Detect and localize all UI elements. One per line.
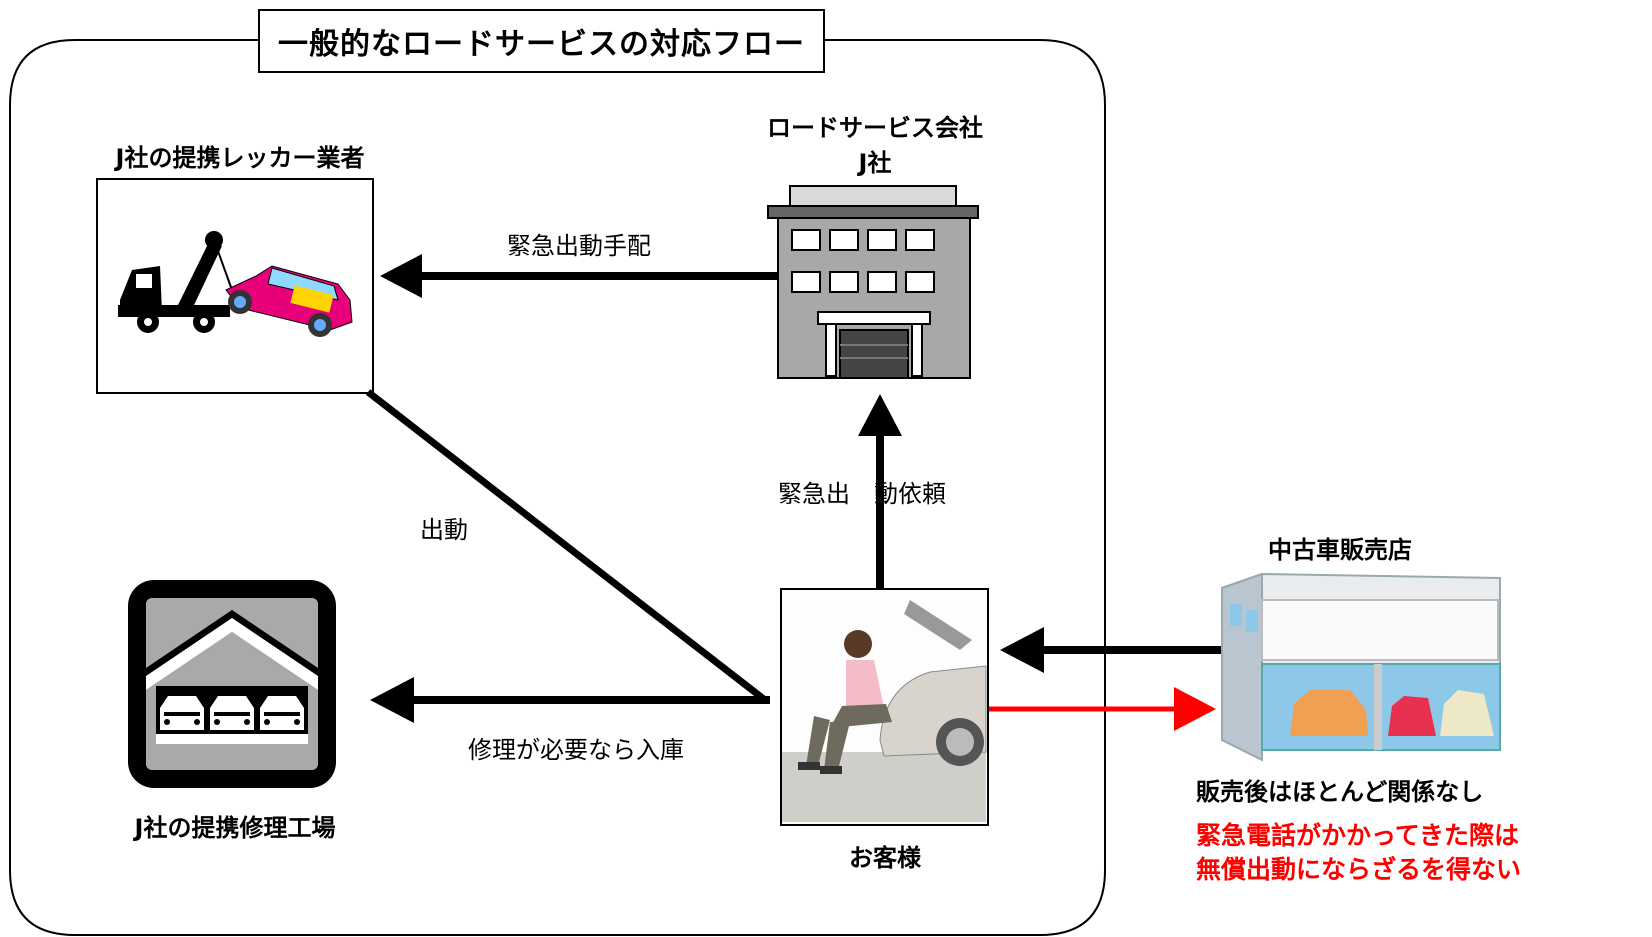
garage-label: J社の提携修理工場 (134, 814, 336, 842)
diagram-title: 一般的なロードサービスの対応フロー (258, 9, 825, 73)
arrow-dispatch-request (858, 394, 902, 588)
note-emergency-line2: 無償出動にならざるを得ない (1196, 855, 1522, 884)
customer-photo (782, 590, 987, 822)
customer-label: お客様 (849, 844, 921, 872)
tow-truck-icon (118, 231, 353, 337)
road-service-label-line2: J社 (858, 149, 892, 177)
edge-label-dispatch-request: 緊急出 動依頼 (778, 480, 946, 508)
arrow-dispatch-arrange (380, 254, 778, 298)
edge-label-dispatch: 出動 (420, 516, 468, 544)
garage-icon (128, 580, 336, 788)
arrow-customer-to-dealer-red (988, 687, 1216, 731)
note-emergency-line1: 緊急電話がかかってきた際は (1196, 821, 1520, 850)
arrow-dealer-to-customer (1000, 627, 1225, 673)
dealer-shop-image (1221, 572, 1501, 762)
edge-label-dispatch-arrange: 緊急出動手配 (507, 232, 651, 260)
note-after-sale: 販売後はほとんど関係なし (1196, 778, 1484, 806)
edge-label-repair-if-needed: 修理が必要なら入庫 (468, 736, 684, 764)
arrow-repair-if-needed (370, 677, 770, 723)
customer-image-frame (780, 588, 989, 826)
tow-company-image-frame (96, 178, 374, 394)
building-icon (767, 185, 979, 379)
tow-company-label: J社の提携レッカー業者 (115, 144, 365, 172)
road-service-label-line1: ロードサービス会社 (767, 114, 983, 142)
flow-region-frame (9, 39, 1106, 936)
line-dispatch (365, 389, 768, 703)
dealer-label: 中古車販売店 (1268, 536, 1412, 564)
